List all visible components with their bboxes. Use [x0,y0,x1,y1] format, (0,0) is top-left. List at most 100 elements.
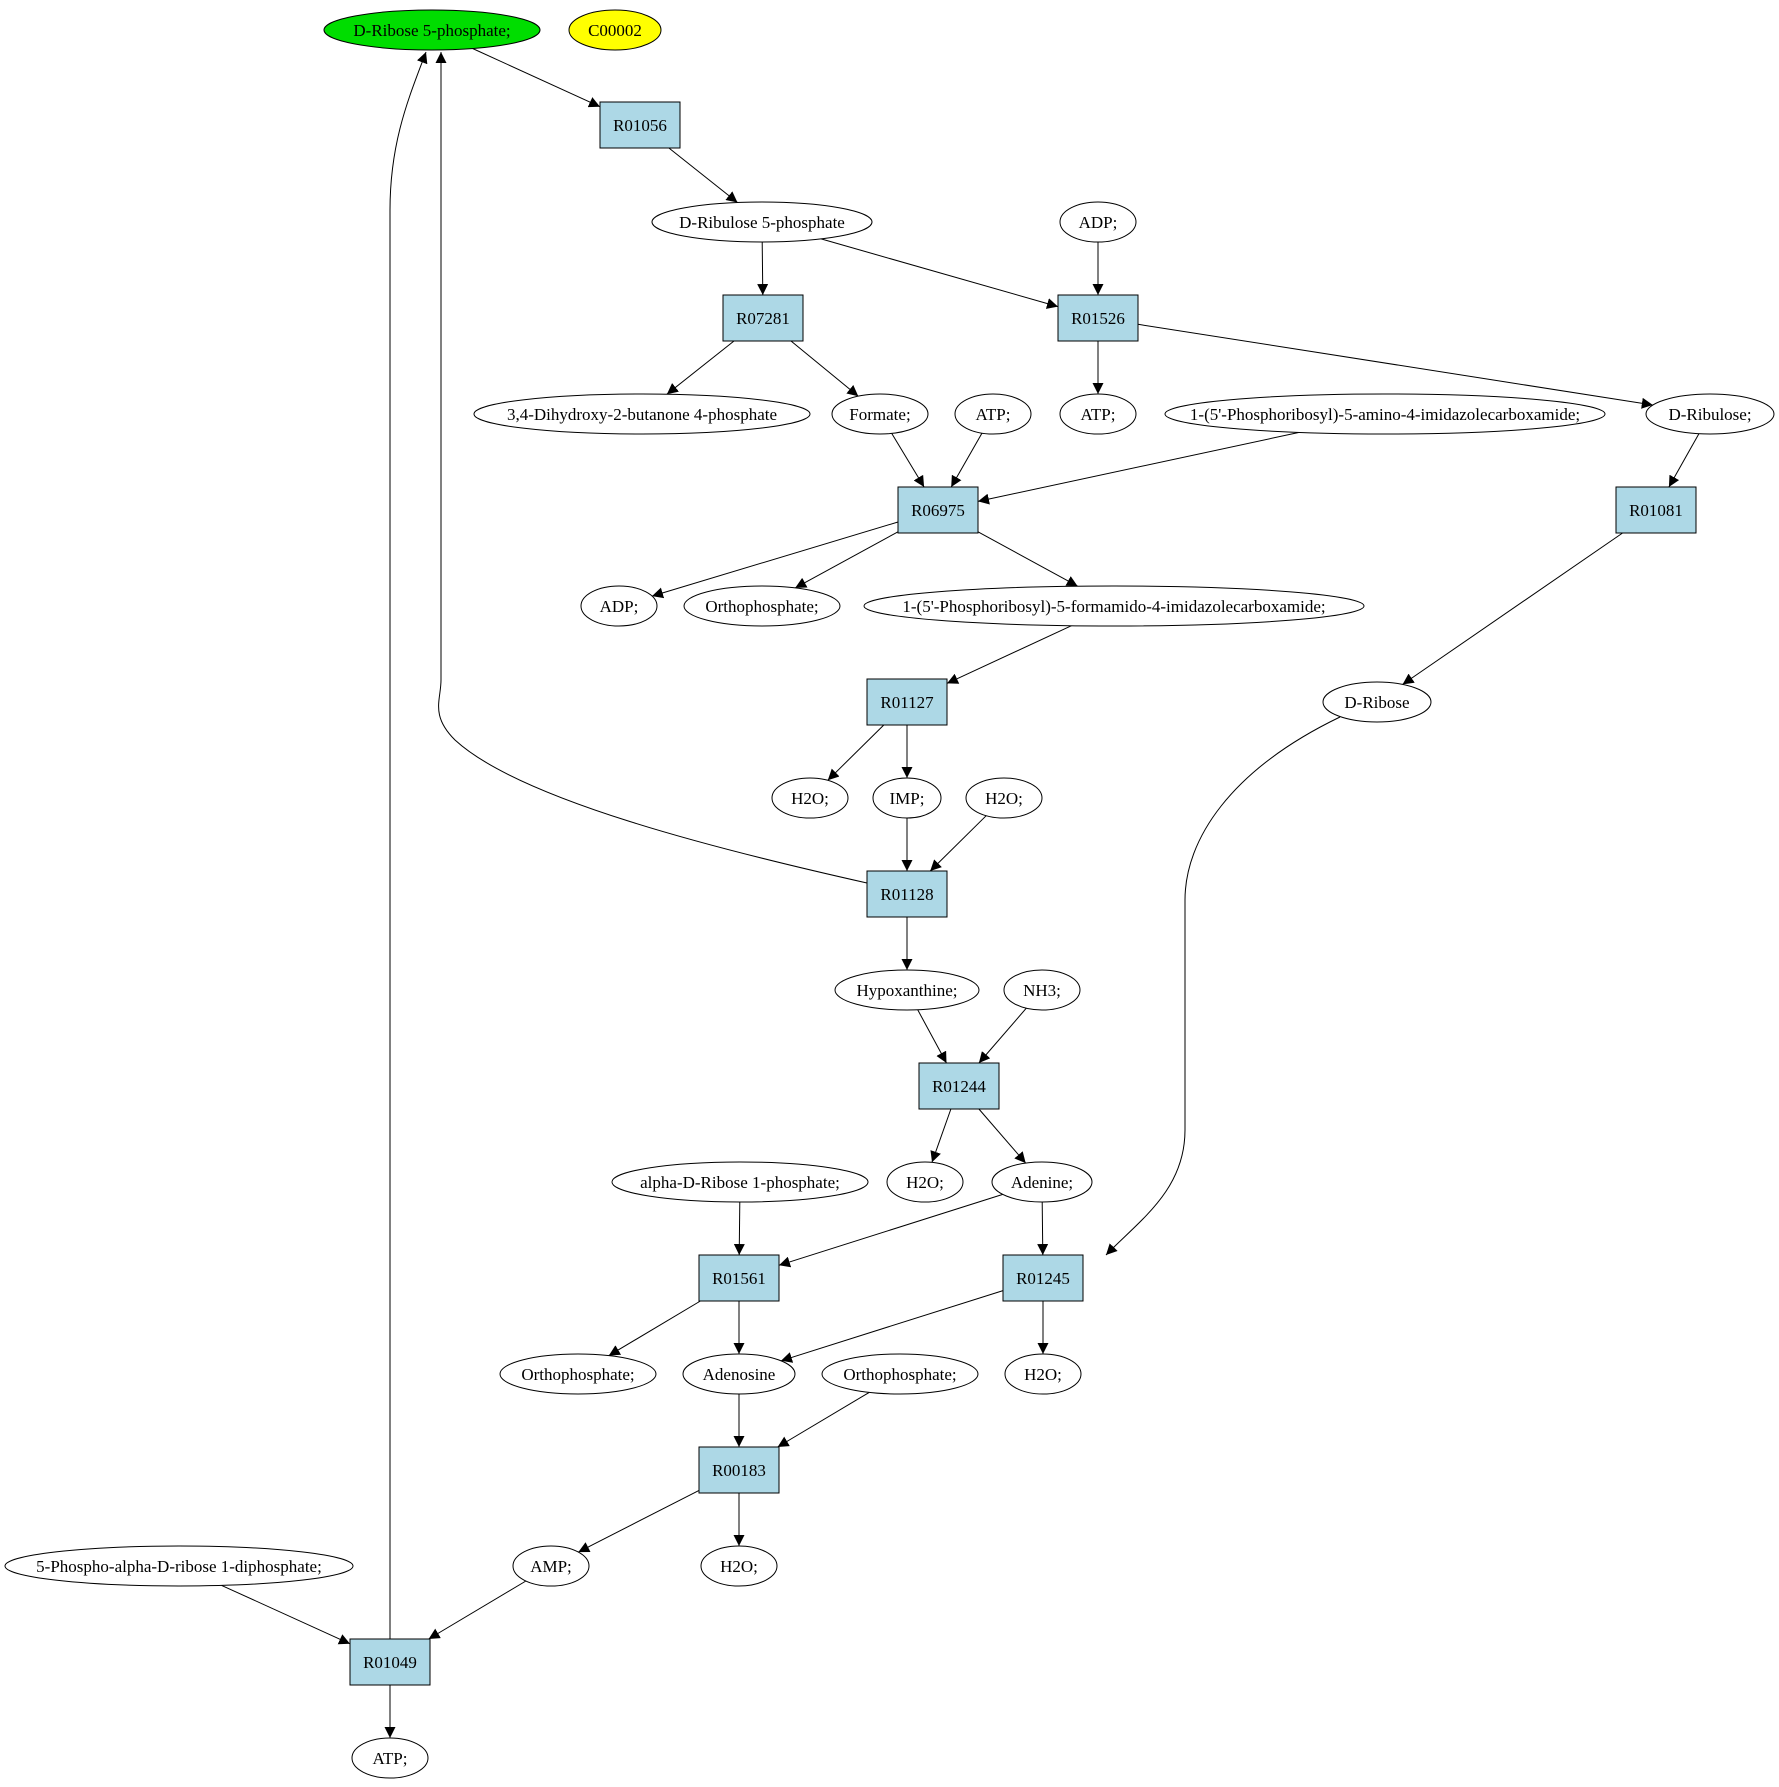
compound-node-h2o_a[interactable]: H2O; [771,777,849,819]
compound-node-atp_right[interactable]: ATP; [1059,393,1137,435]
edge-r01081-to-dribose [1402,532,1623,685]
edge-nh3-to-r01244 [978,1007,1027,1064]
compound-ellipse [1004,1353,1082,1395]
compound-ellipse [682,1353,796,1395]
edge-ribulose5p-to-r07281 [757,241,769,296]
compound-node-h2o_c[interactable]: H2O; [886,1161,964,1203]
reaction-box [1615,486,1697,534]
compound-node-ribulose5p[interactable]: D-Ribulose 5-phosphate [651,201,873,243]
node-label: Orthophosphate; [521,1365,634,1384]
compound-node-adenine[interactable]: Adenine; [991,1161,1093,1203]
reaction-box [897,486,979,534]
compound-ellipse [568,9,662,51]
compound-ellipse [611,1161,869,1203]
node-label: IMP; [890,789,925,808]
node-label: R01049 [363,1653,417,1672]
node-label: R01127 [880,693,934,712]
compound-node-adenosine[interactable]: Adenosine [682,1353,796,1395]
reaction-node-r07281[interactable]: R07281 [722,294,804,342]
compound-node-h2o_e[interactable]: H2O; [700,1545,778,1587]
compound-ellipse [863,585,1365,627]
reaction-node-r01128[interactable]: R01128 [866,870,948,918]
compound-node-ortho3[interactable]: Orthophosphate; [821,1353,979,1395]
edge-r01244-to-adenine [978,1108,1027,1164]
node-label: Orthophosphate; [705,597,818,616]
edge-amp-to-r01049 [428,1580,527,1640]
node-label: R01526 [1071,309,1125,328]
compound-node-faicar[interactable]: 1-(5'-Phosphoribosyl)-5-formamido-4-imid… [863,585,1365,627]
edge-ribulose-to-r01081 [1668,433,1700,488]
edge-ribose5p-to-r01056 [472,48,601,108]
node-label: ATP; [976,405,1011,424]
node-label: R01056 [613,116,667,135]
reaction-node-r06975[interactable]: R06975 [897,486,979,534]
node-label: R01561 [712,1269,766,1288]
compound-node-atp_mid[interactable]: ATP; [954,393,1032,435]
node-label: R01245 [1016,1269,1070,1288]
compound-node-adp_mid[interactable]: ADP; [580,585,658,627]
node-label: ADP; [600,597,639,616]
edge-atp_mid-to-r06975 [950,432,983,488]
compound-ellipse [1645,393,1775,435]
reaction-node-r01049[interactable]: R01049 [349,1638,431,1686]
compound-ellipse [965,777,1043,819]
compound-node-ribulose[interactable]: D-Ribulose; [1645,393,1775,435]
compound-node-dribose[interactable]: D-Ribose [1322,681,1432,723]
compound-ellipse [683,585,841,627]
reaction-node-r01127[interactable]: R01127 [866,678,948,726]
node-label: D-Ribulose 5-phosphate [679,213,845,232]
compound-node-amp[interactable]: AMP; [512,1545,590,1587]
edge-r07281-to-formate [790,340,859,397]
reaction-node-r01081[interactable]: R01081 [1615,486,1697,534]
compound-ellipse [700,1545,778,1587]
compound-ellipse [1164,393,1606,435]
compound-ellipse [954,393,1032,435]
reaction-node-r01244[interactable]: R01244 [918,1062,1000,1110]
compound-ellipse [323,9,541,51]
compound-node-adp_top[interactable]: ADP; [1059,201,1137,243]
compound-node-dhbp[interactable]: 3,4-Dihydroxy-2-butanone 4-phosphate [473,393,811,435]
reaction-box [1057,294,1139,342]
compound-node-h2o_d[interactable]: H2O; [1004,1353,1082,1395]
reaction-box [866,870,948,918]
compound-ellipse [834,969,980,1011]
compound-ellipse [651,201,873,243]
edge-r01245-to-adenosine [780,1290,1004,1363]
compound-node-imp[interactable]: IMP; [872,777,942,819]
compound-ellipse [1322,681,1432,723]
reaction-node-r01526[interactable]: R01526 [1057,294,1139,342]
compound-ellipse [886,1161,964,1203]
node-label: R01128 [880,885,933,904]
reaction-node-r01245[interactable]: R01245 [1002,1254,1084,1302]
compound-node-ribose5p[interactable]: D-Ribose 5-phosphate; [323,9,541,51]
compound-node-c00002[interactable]: C00002 [568,9,662,51]
edge-r01049-to-ribose5p [389,51,428,1639]
compound-node-ortho2[interactable]: Orthophosphate; [499,1353,657,1395]
compound-node-prpp[interactable]: 5-Phospho-alpha-D-ribose 1-diphosphate; [4,1545,354,1587]
compound-ellipse [771,777,849,819]
reaction-box [698,1254,780,1302]
reaction-box [349,1638,431,1686]
reaction-node-r00183[interactable]: R00183 [698,1446,780,1494]
compound-node-nh3[interactable]: NH3; [1003,969,1081,1011]
compound-node-atp_bottom[interactable]: ATP; [351,1737,429,1779]
compound-node-ortho1[interactable]: Orthophosphate; [683,585,841,627]
compound-node-formate[interactable]: Formate; [831,393,929,435]
compound-node-hypox[interactable]: Hypoxanthine; [834,969,980,1011]
node-label: Hypoxanthine; [856,981,957,1000]
node-label: Orthophosphate; [843,1365,956,1384]
node-label: 1-(5'-Phosphoribosyl)-5-formamido-4-imid… [902,597,1325,616]
node-label: Adenosine [703,1365,776,1384]
reaction-node-r01056[interactable]: R01056 [599,101,681,149]
compound-node-ar1p[interactable]: alpha-D-Ribose 1-phosphate; [611,1161,869,1203]
compound-node-aicar[interactable]: 1-(5'-Phosphoribosyl)-5-amino-4-imidazol… [1164,393,1606,435]
edge-r01244-to-h2o_c [930,1108,952,1163]
compound-node-h2o_b[interactable]: H2O; [965,777,1043,819]
node-label: H2O; [1024,1365,1062,1384]
compound-ellipse [580,585,658,627]
node-label: H2O; [791,789,829,808]
reaction-node-r01561[interactable]: R01561 [698,1254,780,1302]
edge-hypox-to-r01244 [917,1009,947,1064]
edge-r06975-to-ortho1 [794,531,899,589]
